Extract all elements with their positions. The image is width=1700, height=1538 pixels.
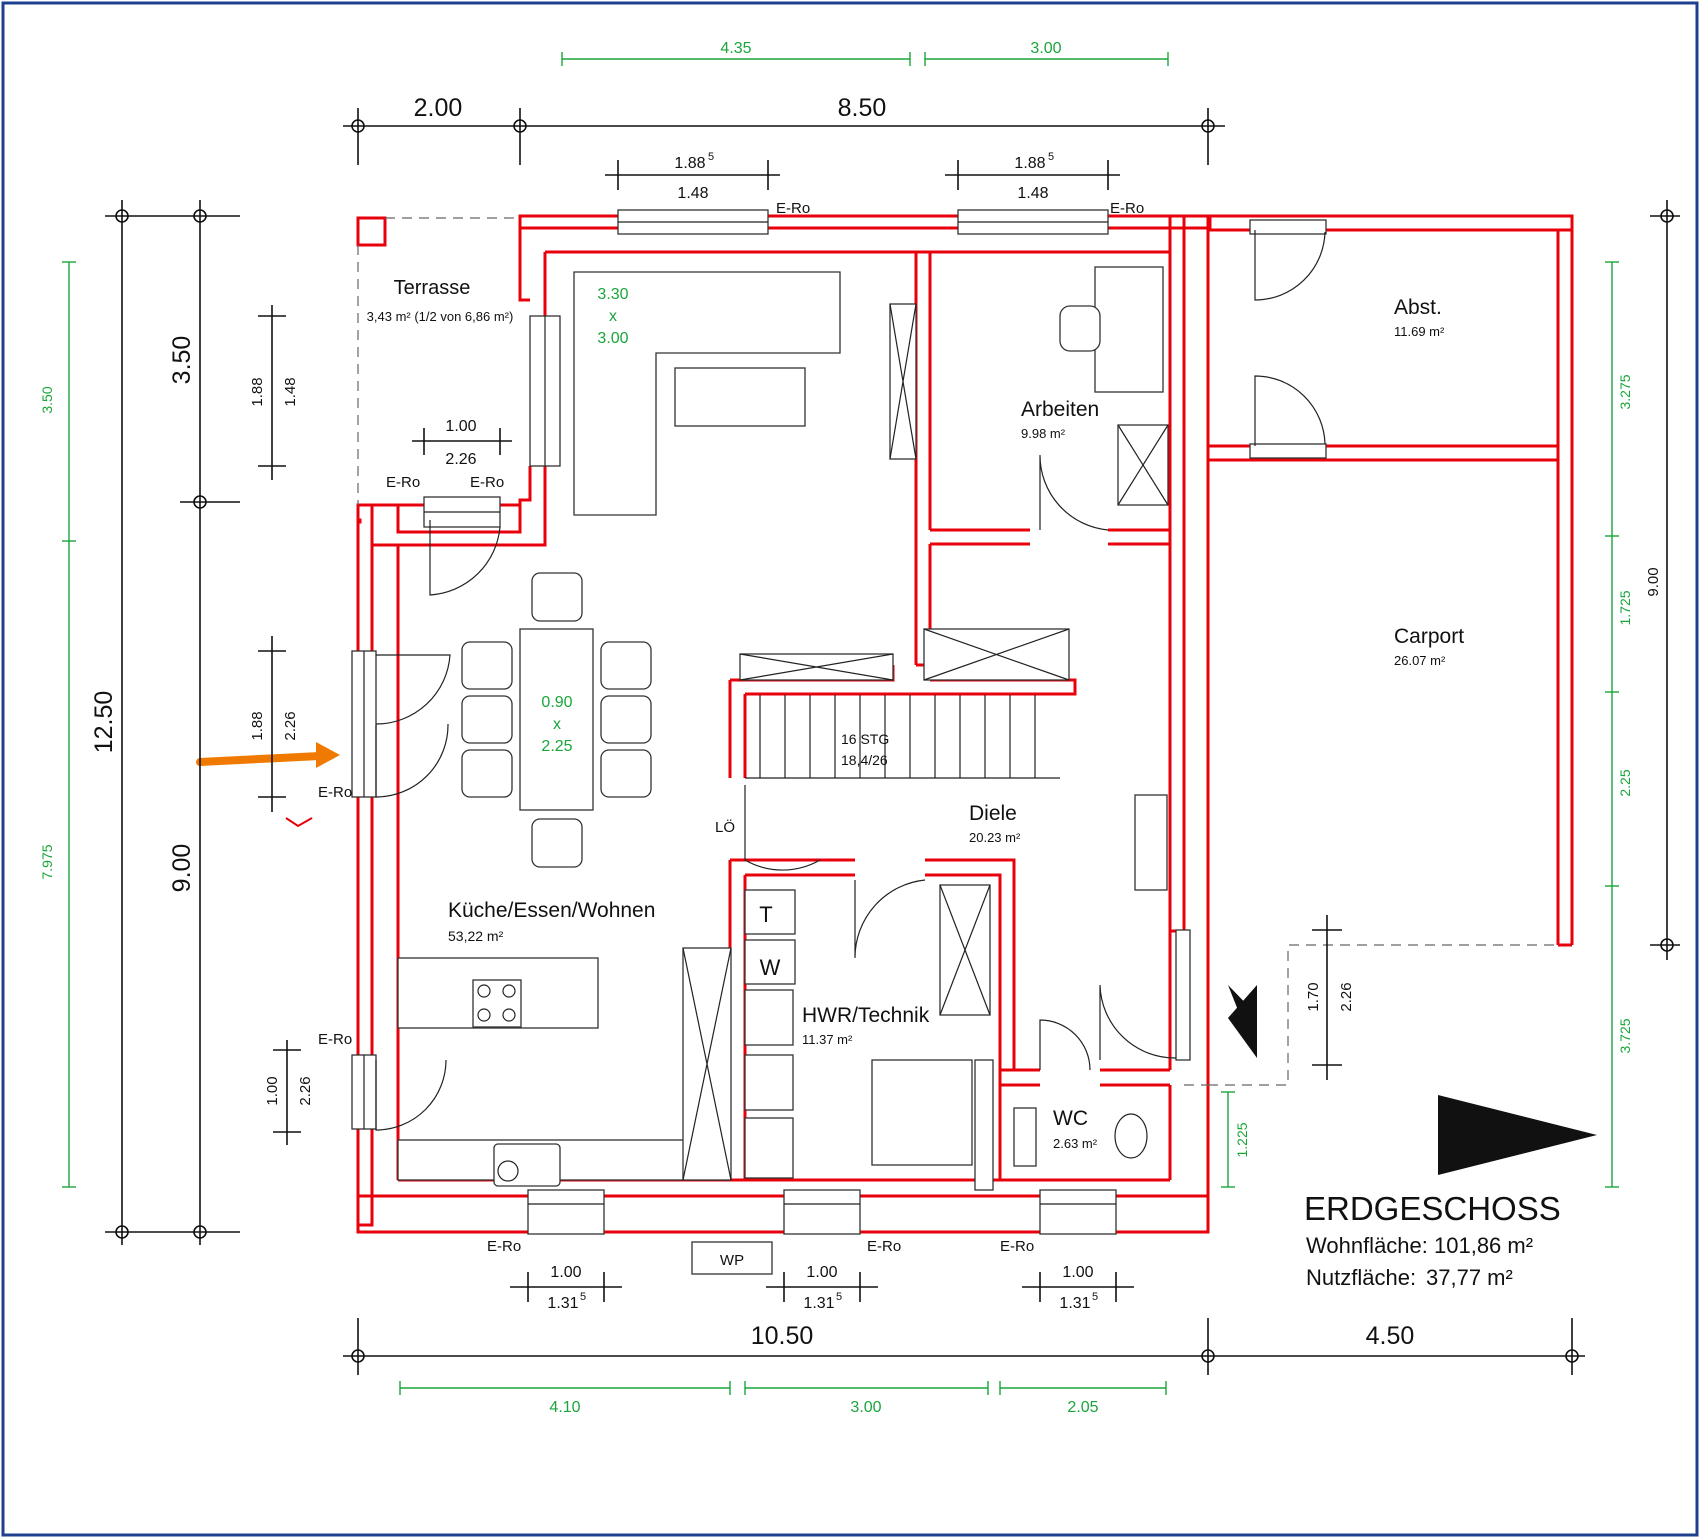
island-dim-2: 3.00 (597, 330, 628, 347)
dim-wc-green: 1.225 (1234, 1122, 1250, 1157)
dim-bottom-green-3: 2.05 (1067, 1399, 1098, 1416)
dim-window-2-a: 1.88 (1014, 155, 1045, 172)
dim-terrace-window-a: 1.00 (445, 418, 476, 435)
dim-bottom-window-3-b: 1.31 (1059, 1295, 1090, 1312)
windows (351, 209, 1327, 1235)
ero-label: E-Ro (318, 784, 352, 801)
dim-bottom-window-3-sup: 5 (1092, 1291, 1098, 1303)
loe-label: LÖ (715, 818, 735, 836)
dim-bottom-window-1-sup: 5 (580, 1291, 586, 1303)
dim-window-1-sup: 5 (708, 151, 714, 163)
dim-bottom-1: 10.50 (751, 1322, 814, 1350)
room-area-terrasse: 3,43 m² (1/2 von 6,86 m²) (367, 309, 514, 324)
wp-label: WP (720, 1252, 744, 1269)
stairs-label-1: 16 STG (841, 731, 889, 747)
dim-window-2-b: 1.48 (1017, 185, 1048, 202)
floor-title: ERDGESCHOSS (1304, 1190, 1561, 1227)
usable-area-label: Nutzfläche: (1306, 1265, 1416, 1290)
room-name-abst: Abst. (1394, 296, 1442, 319)
dim-left-lower: 9.00 (168, 844, 196, 893)
dim-bottom-green-1: 4.10 (549, 1399, 580, 1416)
entry-triangle (1228, 985, 1257, 1058)
dim-left-green-top: 3.50 (39, 386, 55, 413)
room-area-carport: 26.07 m² (1394, 653, 1446, 668)
room-name-kueche: Küche/Essen/Wohnen (448, 899, 655, 922)
staircase (745, 695, 1060, 779)
dim-left-window-1-b: 1.48 (282, 377, 299, 406)
north-arrow (1438, 1095, 1597, 1175)
island-dim-x: x (609, 308, 617, 325)
dim-left-window-1-a: 1.88 (249, 377, 266, 406)
label-w: W (760, 955, 781, 980)
entry-arrow-orange (196, 742, 340, 768)
dim-bottom-window-3-a: 1.00 (1062, 1264, 1093, 1281)
ero-label: E-Ro (867, 1238, 901, 1255)
room-name-hwr: HWR/Technik (802, 1004, 930, 1027)
dim-window-1-a: 1.88 (674, 155, 705, 172)
room-area-hwr: 11.37 m² (802, 1032, 853, 1047)
dim-window-2-sup: 5 (1048, 151, 1054, 163)
dim-left-window-2-b: 2.26 (282, 711, 299, 740)
dim-left-window-3-a: 1.00 (264, 1076, 281, 1105)
dim-left-total: 12.50 (90, 691, 118, 754)
room-area-kueche: 53,22 m² (448, 928, 504, 944)
dim-right-green-3: 2.25 (1617, 769, 1633, 796)
dim-window-1-b: 1.48 (677, 185, 708, 202)
room-area-arbeiten: 9.98 m² (1021, 426, 1066, 441)
ero-label: E-Ro (776, 200, 810, 217)
terrace-outline (357, 217, 520, 505)
room-name-diele: Diele (969, 802, 1017, 825)
ero-label: E-Ro (386, 474, 420, 491)
ero-label: E-Ro (470, 474, 504, 491)
dim-bottom-window-2-b: 1.31 (803, 1295, 834, 1312)
table-dim-2: 2.25 (541, 738, 572, 755)
dim-bottom-window-2-sup: 5 (836, 1291, 842, 1303)
living-area: Wohnfläche: 101,86 m² (1306, 1233, 1533, 1258)
dim-right-green-1: 3.275 (1617, 374, 1633, 409)
dim-top-2: 8.50 (838, 94, 887, 122)
dim-terrace-window-b: 2.26 (445, 451, 476, 468)
island-dim-1: 3.30 (597, 286, 628, 303)
label-t: T (759, 902, 772, 927)
table-dim-1: 0.90 (541, 694, 572, 711)
furniture (397, 266, 1558, 1275)
usable-area-value: 37,77 m² (1426, 1265, 1513, 1290)
dim-bottom-window-1-a: 1.00 (550, 1264, 581, 1281)
dim-right-green-2: 1.725 (1617, 590, 1633, 625)
room-name-terrasse: Terrasse (394, 277, 471, 299)
table-dim-x: x (553, 716, 561, 733)
ero-label: E-Ro (1110, 200, 1144, 217)
dim-entry-1: 1.70 (1305, 982, 1322, 1011)
dimension-lines (62, 52, 1680, 1395)
doors (375, 230, 1326, 1131)
room-name-arbeiten: Arbeiten (1021, 398, 1099, 421)
room-area-wc: 2.63 m² (1053, 1136, 1098, 1151)
dim-top-green-1: 4.35 (720, 40, 751, 57)
dim-top-green-2: 3.00 (1030, 40, 1061, 57)
dim-left-upper: 3.50 (168, 336, 196, 385)
room-name-carport: Carport (1394, 625, 1464, 648)
dim-right-green-4: 3.725 (1617, 1018, 1633, 1053)
room-area-diele: 20.23 m² (969, 830, 1021, 845)
corner-post (356, 216, 387, 247)
dim-bottom-2: 4.50 (1366, 1322, 1415, 1350)
dim-bottom-window-1-b: 1.31 (547, 1295, 578, 1312)
dim-left-window-3-b: 2.26 (297, 1076, 314, 1105)
dim-bottom-green-2: 3.00 (850, 1399, 881, 1416)
ero-label: E-Ro (487, 1238, 521, 1255)
room-name-wc: WC (1053, 1107, 1088, 1130)
dim-left-window-2-a: 1.88 (249, 711, 266, 740)
dim-bottom-window-2-a: 1.00 (806, 1264, 837, 1281)
dim-right-total: 9.00 (1645, 567, 1662, 596)
section-mark (285, 817, 313, 828)
ero-label: E-Ro (318, 1031, 352, 1048)
ero-label: E-Ro (1000, 1238, 1034, 1255)
stairs-label-2: 18,4/26 (841, 752, 888, 768)
dim-top-1: 2.00 (414, 94, 463, 122)
room-area-abst: 11.69 m² (1394, 324, 1445, 339)
dim-entry-2: 2.26 (1338, 982, 1355, 1011)
dim-left-green-bottom: 7.975 (39, 844, 55, 879)
